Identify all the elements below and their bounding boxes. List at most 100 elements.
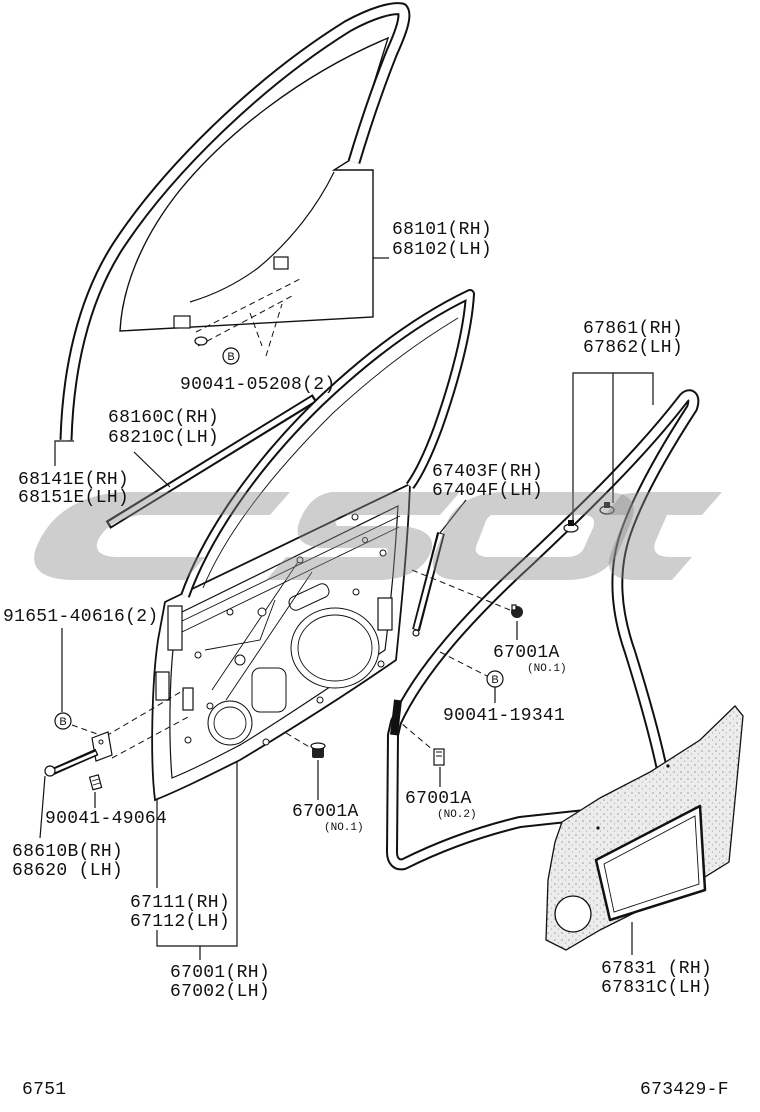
glass-outline (119, 36, 390, 332)
panel-hole (296, 556, 304, 564)
plug-lower-1[interactable] (310, 742, 326, 758)
plug-lower-2-note: (NO.2) (437, 809, 477, 821)
belt-moulding[interactable] (105, 394, 318, 529)
glass-run-rh-label: 67403F(RH) (432, 462, 543, 482)
door-panel-leader (156, 762, 238, 960)
run-channel-core (61, 4, 409, 441)
run-channel-lh-label: 68151E(LH) (18, 488, 129, 508)
watermark-letter-1 (34, 492, 290, 580)
cover-opening-inner (603, 815, 700, 913)
glass-bolt-dashes (195, 278, 301, 357)
run-channel-rh-label: 68141E(RH) (18, 470, 129, 490)
door-weatherstrip[interactable] (386, 389, 700, 871)
panel-hole (184, 736, 192, 744)
door-check-lh-label: 68620 (LH) (12, 861, 123, 881)
panel-hole (257, 607, 267, 617)
window-glass-lh-label: 68102(LH) (392, 240, 492, 260)
panel-hole (362, 537, 368, 543)
service-hole-cover[interactable] (545, 705, 744, 951)
panel-hole (226, 608, 234, 616)
plug-upper-note: (NO.1) (527, 663, 567, 675)
check-bracket (182, 687, 194, 711)
plug-lower-1-dash (285, 732, 312, 749)
door-check-arm-core (53, 751, 97, 773)
regulator-rail (204, 561, 313, 701)
glass-bracket-rear (273, 256, 289, 270)
panel-hole (352, 588, 360, 596)
hinge-bolt-dashes (71, 689, 191, 759)
check-bolt[interactable] (88, 774, 103, 791)
weatherstrip-clip-lh-label: 67862(LH) (583, 338, 683, 358)
plug-tape-shade (436, 751, 442, 757)
plug-upper[interactable] (511, 604, 523, 618)
door-frame-run-channel[interactable] (58, 2, 411, 442)
watermark-letter-4 (605, 492, 722, 580)
service-opening-inner (297, 614, 373, 682)
cover-pin (666, 764, 670, 768)
glass-bolt-head (194, 336, 208, 346)
door-check[interactable] (44, 731, 113, 777)
weatherstrip-clip[interactable] (599, 502, 615, 515)
plug-lower-1-note: (NO.1) (324, 822, 364, 834)
weatherstrip-core (388, 391, 698, 869)
glass-run[interactable] (412, 532, 445, 637)
watermark-letter-2 (266, 492, 460, 580)
upper-hinge-plate (167, 605, 183, 651)
hole-cover-lh-label: 67831C(LH) (601, 978, 712, 998)
hinge-bolt-ref-circle (54, 712, 72, 730)
glass-bolt-ref-circle (222, 347, 240, 365)
door-check-stopper (44, 765, 56, 777)
window-glass[interactable] (119, 36, 390, 357)
speaker-hole-inner (213, 706, 247, 740)
door-panel-rh-label: 67001(RH) (170, 963, 270, 983)
panel-hole (262, 738, 270, 746)
panel-hole (351, 513, 359, 521)
regulator-slot (288, 583, 330, 611)
clip-stem (604, 502, 610, 508)
cover-pin (596, 826, 600, 830)
door-panel-lh-label: 67002(LH) (170, 982, 270, 1002)
door-outer-panel-lh-label: 67112(LH) (130, 912, 230, 932)
door-bolt-label: 90041-19341 (443, 706, 565, 726)
watermark-letter-3 (432, 492, 634, 580)
glass-run-leader (439, 499, 467, 534)
cover-sheet (545, 705, 744, 951)
door-check-leader (39, 775, 46, 839)
plug-lower-2-dash (394, 717, 434, 751)
hole-cover-rh-label: 67831 (RH) (601, 959, 712, 979)
plug-cap (310, 742, 326, 750)
weatherstrip-clip[interactable] (563, 520, 579, 533)
door-belt-reinforcement (179, 515, 401, 633)
check-bolt-thread (91, 778, 101, 786)
glass-run-end (412, 629, 420, 637)
panel-hole (234, 654, 246, 666)
window-sash-inner-line (202, 317, 459, 589)
hinge-bolt-label: 91651-40616(2) (3, 607, 158, 627)
window-glass-rh-label: 68101(RH) (392, 220, 492, 240)
plug-lower-2[interactable] (433, 748, 445, 766)
door-bolt-ref: B (491, 674, 498, 686)
latch-plate (377, 597, 393, 631)
panel-hole (379, 549, 387, 557)
weatherstrip-dark-section (390, 699, 402, 736)
weatherstrip-clip-rh-label: 67861(RH) (583, 319, 683, 339)
glass-bolt-ref: B (227, 351, 234, 363)
plug-lower-2-label: 67001A (405, 789, 472, 809)
belt-moulding-core (108, 396, 315, 527)
hinge-bolt-ref: B (59, 716, 66, 728)
clip-stem (568, 520, 574, 526)
lower-hinge-plate (155, 671, 170, 701)
cover-round-hole (554, 895, 592, 933)
door-bolt-dash (439, 651, 488, 677)
window-sash (180, 289, 475, 598)
footer-illustration-code: 673429-F (640, 1080, 729, 1100)
door-panel[interactable] (151, 289, 475, 802)
service-opening-outer (290, 607, 380, 689)
belt-moulding-lh-label: 68210C(LH) (108, 428, 219, 448)
panel-holes (184, 513, 387, 746)
plug-tape (433, 748, 445, 766)
run-channel-leader (54, 440, 59, 466)
plug-upper-dash (411, 569, 511, 611)
check-bolt-body (88, 774, 103, 791)
